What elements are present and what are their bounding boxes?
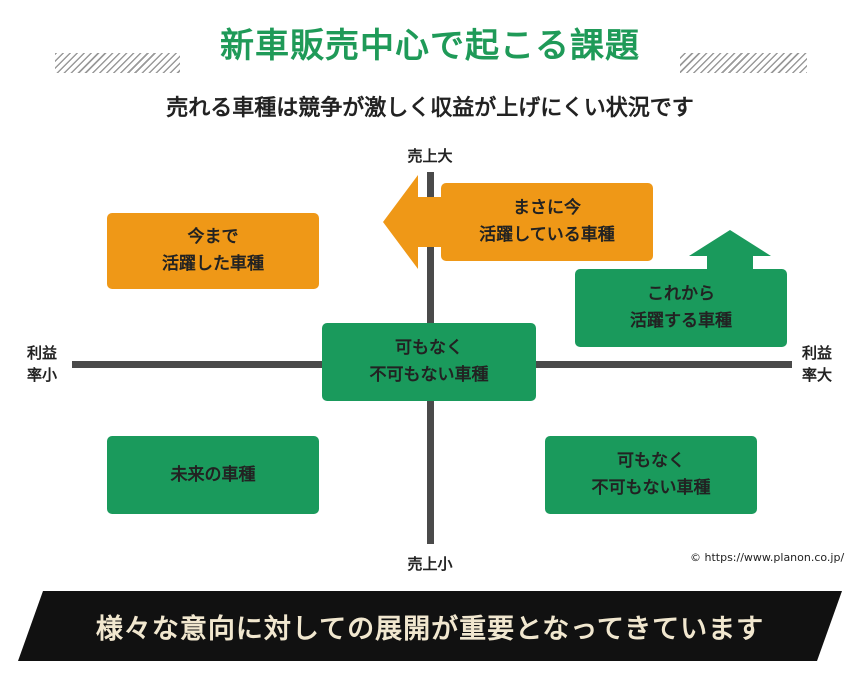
axis-label-left: 利益 率小 [20, 342, 64, 386]
up-arrow-icon [689, 230, 771, 271]
bottom-banner-text: 様々な意向に対しての展開が重要となってきています [95, 613, 765, 645]
copyright-text: © https://www.planon.co.jp/ [690, 551, 845, 564]
title-background [180, 18, 680, 73]
axis-label-left-line2: 率小 [26, 366, 57, 384]
box-future-models: 未来の車種 [107, 436, 319, 514]
box-past-active-line2: 活躍した車種 [162, 254, 264, 274]
axis-label-right-line2: 率大 [801, 366, 832, 384]
box-currently-active-line2: 活躍している車種 [479, 225, 615, 245]
axis-label-bottom: 売上小 [407, 555, 453, 573]
box-bottom-right-neutral: 可もなく 不可もない車種 [545, 436, 757, 514]
box-bottom-right-neutral-line1: 可もなく [617, 451, 685, 471]
axis-label-right-line1: 利益 [801, 344, 832, 362]
left-arrow-icon [383, 175, 443, 269]
box-currently-active: まさに今 活躍している車種 [441, 183, 653, 261]
box-center-neutral: 可もなく 不可もない車種 [322, 323, 536, 401]
bottom-banner [18, 591, 842, 661]
axis-label-right: 利益 率大 [795, 342, 839, 386]
box-center-neutral-line1: 可もなく [395, 338, 463, 358]
box-past-active: 今まで 活躍した車種 [107, 213, 319, 289]
box-future-active-line2: 活躍する車種 [630, 311, 732, 331]
box-future-models-label: 未来の車種 [170, 464, 256, 485]
box-future-active-line1: これから [647, 284, 715, 304]
axis-label-left-line1: 利益 [26, 344, 57, 362]
box-past-active-line1: 今まで [187, 227, 239, 247]
box-future-active: これから 活躍する車種 [575, 269, 787, 347]
page-title: 新車販売中心で起こる課題 [220, 26, 640, 66]
box-currently-active-line1: まさに今 [513, 198, 581, 218]
axis-label-top: 売上大 [407, 147, 453, 165]
box-bottom-right-neutral-line2: 不可もない車種 [591, 478, 711, 498]
box-center-neutral-line2: 不可もない車種 [369, 365, 489, 385]
page-subtitle: 売れる車種は競争が激しく収益が上げにくい状況です [166, 96, 694, 121]
